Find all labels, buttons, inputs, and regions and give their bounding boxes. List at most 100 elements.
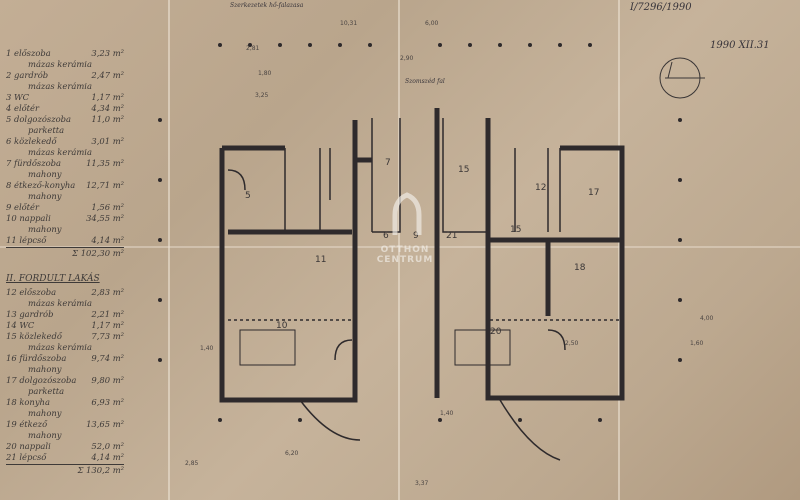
watermark: OTTHON CENTRUM [370,195,440,265]
dimension: 1,40 [200,345,214,352]
floor-finish: mahony [28,169,62,179]
room-area: 7,73 m² [91,331,124,341]
paper-fold [168,0,170,500]
room-area: 3,23 m² [91,48,124,58]
room-name: 7 fürdőszoba [6,158,61,168]
room-17-label: 17 [588,188,599,198]
dimension: 2,81 [246,45,260,52]
room-name: 4 előtér [6,103,39,113]
legend-item: 7 fürdőszoba 11,35 m² [6,158,124,169]
legend-item: 2 gardrób 2,47 m² [6,70,124,81]
room-area: 4,14 m² [91,452,124,462]
room-name: 5 dolgozószoba [6,114,72,124]
room-name: 3 WC [6,92,30,102]
north-arrow-icon [659,57,705,99]
room-name: 12 előszoba [6,287,57,297]
room-area: 2,47 m² [91,70,124,80]
room-name: 17 dolgozószoba [6,375,77,385]
legend-unit-2: II. FORDULT LAKÁS 12 előszoba 2,83 m² máza… [6,274,124,476]
room-area: 6,93 m² [91,397,124,407]
watermark-logo-icon [392,192,422,235]
room-area: 1,17 m² [91,320,124,330]
floor-finish: mahony [28,364,62,374]
legend-item: 9 előtér 1,56 m² [6,202,124,213]
floor-finish: mázas kerámia [28,59,92,69]
legend-item: 3 WC 1,17 m² [6,92,124,103]
room-12-label: 12 [535,183,546,193]
room-20-label: 20 [490,327,502,337]
room-area: 2,83 m² [91,287,124,297]
watermark-line-1: OTTHON [380,245,430,255]
legend-item: 6 közlekedő 3,01 m² [6,136,124,147]
dimension: 10,31 [340,20,357,27]
room-name: 15 közlekedő [6,331,62,341]
dimension: 3,37 [415,480,429,487]
paper-fold [0,246,800,248]
dimension: 1,40 [440,410,454,417]
floor-finish: mahony [28,191,62,201]
room-name: 9 előtér [6,202,39,212]
floor-finish: mázas kerámia [28,81,92,91]
staircase-note: Szomszéd fal [405,78,445,85]
room-area: 1,56 m² [91,202,124,212]
room-name: 19 étkező [6,419,48,429]
room-5-label: 5 [245,191,251,201]
room-name: 21 lépcső [6,452,47,462]
room-area: 9,80 m² [91,375,124,385]
legend-item: 11 lépcső 4,14 m² [6,235,124,246]
dimension: 1,60 [690,340,704,347]
room-area: 52,0 m² [91,441,124,451]
room-name: 18 konyha [6,397,50,407]
dimension: 2,90 [400,55,414,62]
room-name: 2 gardrób [6,70,49,80]
room-area: 34,55 m² [86,213,124,223]
legend-item: 17 dolgozószoba 9,80 m² [6,375,124,386]
dimension: 3,25 [255,92,269,99]
walls [219,108,625,461]
legend-2-title: II. FORDULT LAKÁS [6,274,100,284]
dimension: 2,50 [565,340,579,347]
dimension-dots [158,43,682,422]
floor-finish: mázas kerámia [28,147,92,157]
room-area: 3,01 m² [91,136,124,146]
floor-finish: mázas kerámia [28,342,92,352]
legend-item: 21 lépcső 4,14 m² [6,452,124,463]
dimension: 6,00 [425,20,439,27]
room-21-label: 21 [446,231,457,241]
floor-finish: mahony [28,224,62,234]
room-name: 11 lépcső [6,235,47,245]
paper-fold [618,0,620,500]
room-area: 9,74 m² [91,353,124,363]
room-6-label: 6 [383,231,389,241]
top-note: Szerkezetek hő-falazasa [230,2,304,9]
room-name: 1 előszoba [6,48,51,58]
legend-item: 13 gardrób 2,21 m² [6,309,124,320]
dimension: 1,80 [258,70,272,77]
room-name: 6 közlekedő [6,136,57,146]
floor-finish: mahony [28,430,62,440]
room-area: 1,17 m² [91,92,124,102]
room-area: 11,0 m² [91,114,124,124]
floor-finish: parketta [28,125,65,135]
room-area: 4,14 m² [91,235,124,245]
legend-1-total: Σ 102,30 m² [6,247,124,259]
room-15-label: 15 [458,165,469,175]
room-area: 11,35 m² [86,158,124,168]
approval-date: 1990 XII.31 [710,40,770,51]
room-11-label: 11 [315,255,326,265]
room-name: 13 gardrób [6,309,54,319]
dimension: 2,85 [185,460,199,467]
legend-item: 18 konyha 6,93 m² [6,397,124,408]
room-area: 2,21 m² [91,309,124,319]
dimension: 6,20 [285,450,299,457]
legend-2-total: Σ 130,2 m² [6,464,124,476]
legend-item: 1 előszoba 3,23 m² [6,48,124,59]
